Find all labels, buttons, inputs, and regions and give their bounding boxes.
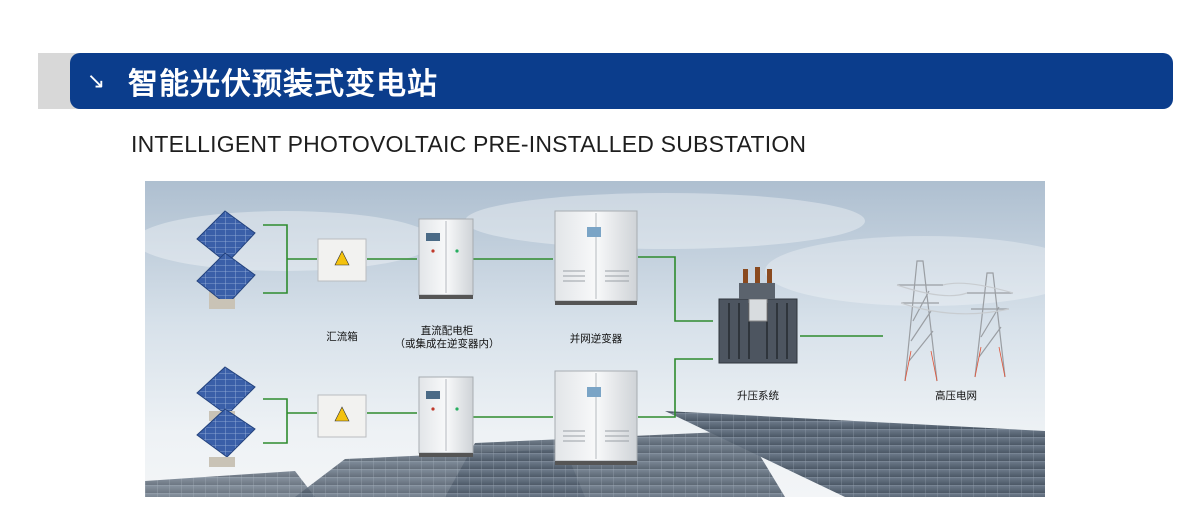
- label-inverter: 并网逆变器: [569, 333, 623, 345]
- combiner-box-1: [317, 238, 367, 282]
- label-dc-cabinet: 直流配电柜 （或集成在逆变器内）: [385, 325, 509, 351]
- label-grid: 高压电网: [935, 390, 977, 402]
- arrow-down-right-icon: ↘: [86, 68, 106, 94]
- solar-panel-4: [196, 408, 256, 467]
- dc-cabinet-1: [418, 218, 474, 299]
- connector-lines: [263, 224, 883, 444]
- inverter-2: [554, 370, 638, 465]
- section-title: 智能光伏预装式变电站: [128, 67, 438, 102]
- section-subtitle: INTELLIGENT PHOTOVOLTAIC PRE-INSTALLED S…: [131, 131, 807, 157]
- section-banner: ↘ 智能光伏预装式变电站: [70, 53, 1173, 109]
- label-combiner-box: 汇流箱: [326, 331, 358, 343]
- combiner-box-2: [317, 394, 367, 438]
- label-dc-cabinet-line2: （或集成在逆变器内）: [394, 338, 500, 350]
- label-transformer: 升压系统: [737, 390, 779, 402]
- solar-panel-2: [196, 252, 256, 309]
- background-solar-field: [145, 411, 1045, 497]
- label-dc-cabinet-line1: 直流配电柜: [420, 325, 474, 337]
- transmission-towers: [896, 260, 1014, 382]
- transformer: [718, 267, 798, 364]
- inverter-1: [554, 210, 638, 305]
- dc-cabinet-2: [418, 376, 474, 457]
- system-diagram: 汇流箱 直流配电柜 （或集成在逆变器内） 并网逆变器 升压系统 高压电网: [145, 181, 1045, 497]
